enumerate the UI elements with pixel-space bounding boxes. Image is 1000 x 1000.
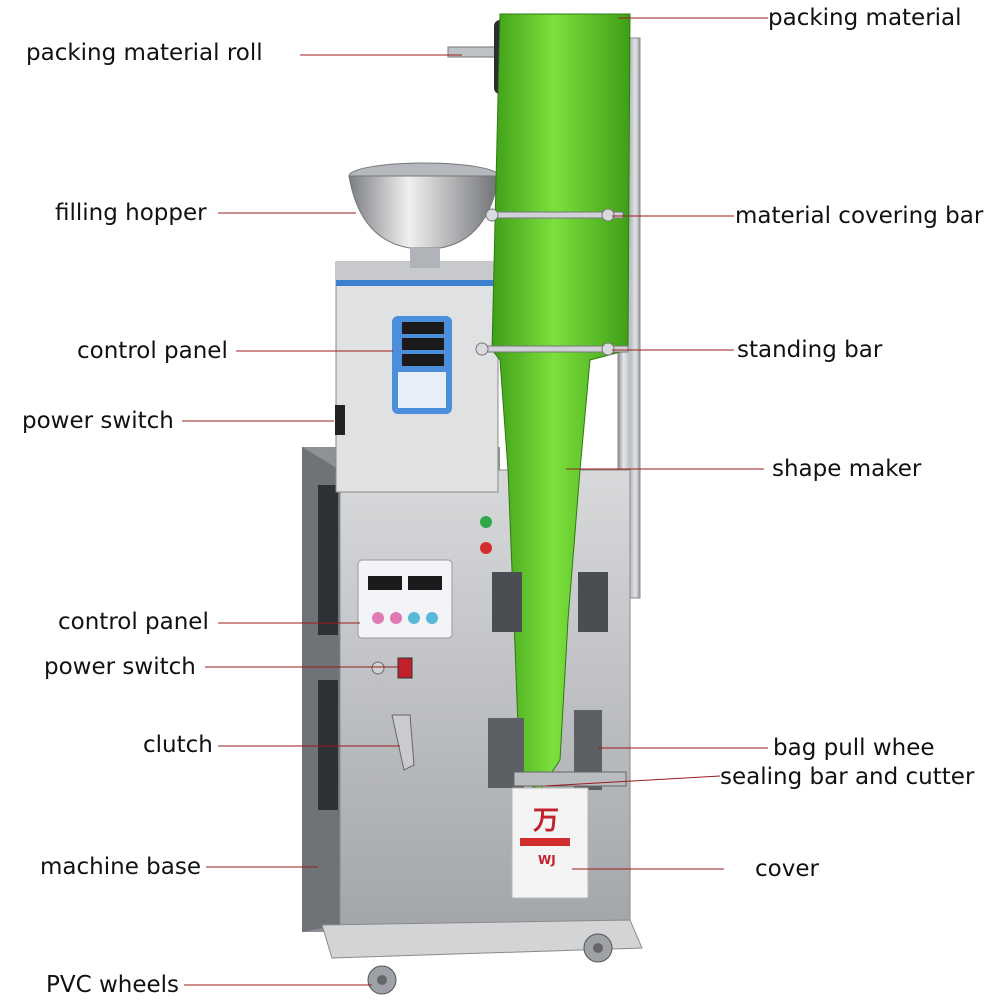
pvc-wheels-graphic — [367, 933, 613, 995]
label-standing-bar: standing bar — [737, 337, 883, 363]
green-indicator-light — [480, 516, 492, 528]
label-shape-maker: shape maker — [772, 456, 922, 482]
label-bag-pull-wheel: bag pull whee — [773, 735, 935, 761]
label-sealing-bar-and-cutter: sealing bar and cutter — [720, 764, 975, 790]
clutch-graphic — [391, 714, 415, 771]
label-pvc-wheels: PVC wheels — [46, 972, 180, 998]
label-cover: cover — [755, 856, 819, 882]
heater-mechanism-graphic — [488, 572, 627, 790]
filling-hopper-graphic — [348, 162, 500, 268]
label-control-panel-lower: control panel — [58, 609, 209, 635]
base-plate — [321, 919, 643, 959]
upper-power-switch-graphic — [335, 405, 345, 435]
label-filling-hopper: filling hopper — [55, 200, 207, 226]
label-clutch: clutch — [143, 732, 213, 758]
leader-lines — [182, 17, 768, 986]
machine-cabinet — [302, 447, 631, 932]
red-indicator-light — [480, 542, 492, 554]
upper-control-panel-graphic — [392, 316, 452, 414]
label-material-covering-bar: material covering bar — [735, 203, 984, 229]
bag-code-text: WJ — [538, 853, 556, 867]
label-packing-material: packing material — [768, 5, 962, 31]
label-power-switch-upper: power switch — [22, 408, 174, 434]
label-machine-base: machine base — [40, 854, 201, 880]
label-packing-material-roll: packing material roll — [26, 40, 263, 66]
film-bars-graphic — [475, 208, 629, 356]
bag-graphic — [511, 787, 589, 899]
lower-control-panel-graphic — [357, 559, 453, 639]
label-power-switch-lower: power switch — [44, 654, 196, 680]
bag-brand-text: 万 — [533, 806, 560, 836]
label-control-panel-upper: control panel — [77, 338, 228, 364]
lower-power-switch-graphic — [397, 657, 413, 679]
